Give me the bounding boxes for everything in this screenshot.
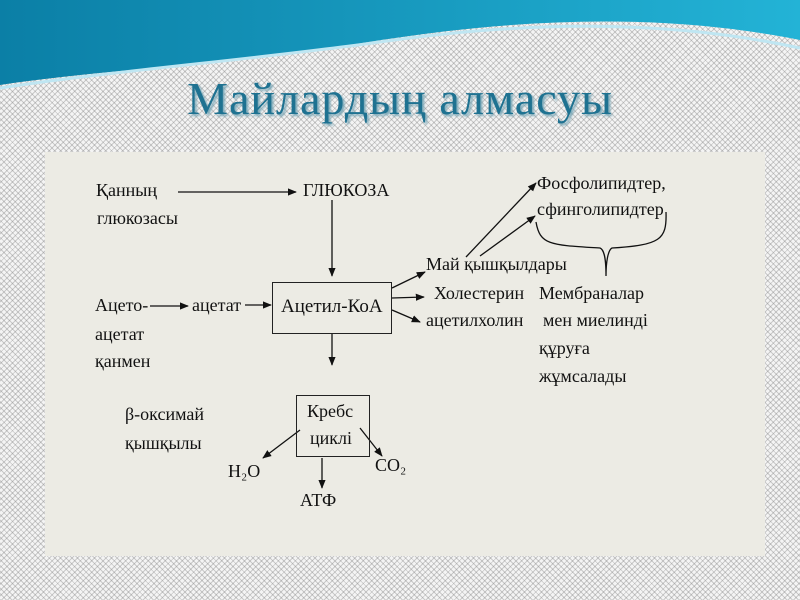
label-membranes-2: мен миелинді xyxy=(543,310,648,330)
label-lipids-2: сфинголипидтер xyxy=(537,199,664,219)
arrow xyxy=(465,182,537,258)
label-cholesterol: Холестерин xyxy=(434,283,525,303)
label-lipids-1: Фосфолипидтер, xyxy=(537,173,666,193)
label-acetoacetate-1: Ацето- xyxy=(95,295,149,315)
label-acetate: ацетат xyxy=(192,295,242,315)
label-krebs-1: Кребс xyxy=(307,401,354,421)
brace xyxy=(535,211,667,277)
arrow xyxy=(391,293,425,301)
arrow xyxy=(359,427,383,457)
label-beta-hydroxybutyric-2: қышқылы xyxy=(125,433,202,453)
label-blood-glucose-1: Қанның xyxy=(96,180,157,200)
label-acetoacetate-3: қанмен xyxy=(95,351,151,371)
label-atp: АТФ xyxy=(300,490,337,510)
label-membranes-4: жұмсалады xyxy=(539,366,627,386)
label-co2: CO₂ xyxy=(375,455,407,475)
arrow xyxy=(391,309,421,323)
header-wave-decoration xyxy=(0,0,800,90)
slide-title: Майлардың алмасуы xyxy=(187,73,613,124)
label-membranes-3: құруға xyxy=(539,338,590,358)
label-acetoacetate-2: ацетат xyxy=(95,324,145,344)
label-fatty-acids: Май қышқылдары xyxy=(426,254,567,274)
label-beta-hydroxybutyric-1: β-оксимай xyxy=(125,404,204,424)
krebs-box xyxy=(296,395,370,457)
label-membranes-1: Мембраналар xyxy=(539,283,645,303)
label-blood-glucose-2: глюкозасы xyxy=(97,208,178,228)
label-glucose: ГЛЮКОЗА xyxy=(303,180,390,200)
arrow xyxy=(479,215,536,257)
diagram-panel xyxy=(45,152,765,556)
label-krebs-2: циклі xyxy=(310,428,352,448)
label-acetyl-coa: Ацетил-КоА xyxy=(281,296,383,317)
arrow xyxy=(391,271,426,289)
label-water: H₂O xyxy=(228,461,261,481)
arrow xyxy=(262,429,301,459)
label-acetylcholine: ацетилхолин xyxy=(426,310,524,330)
acetyl-coa-box xyxy=(272,282,392,334)
